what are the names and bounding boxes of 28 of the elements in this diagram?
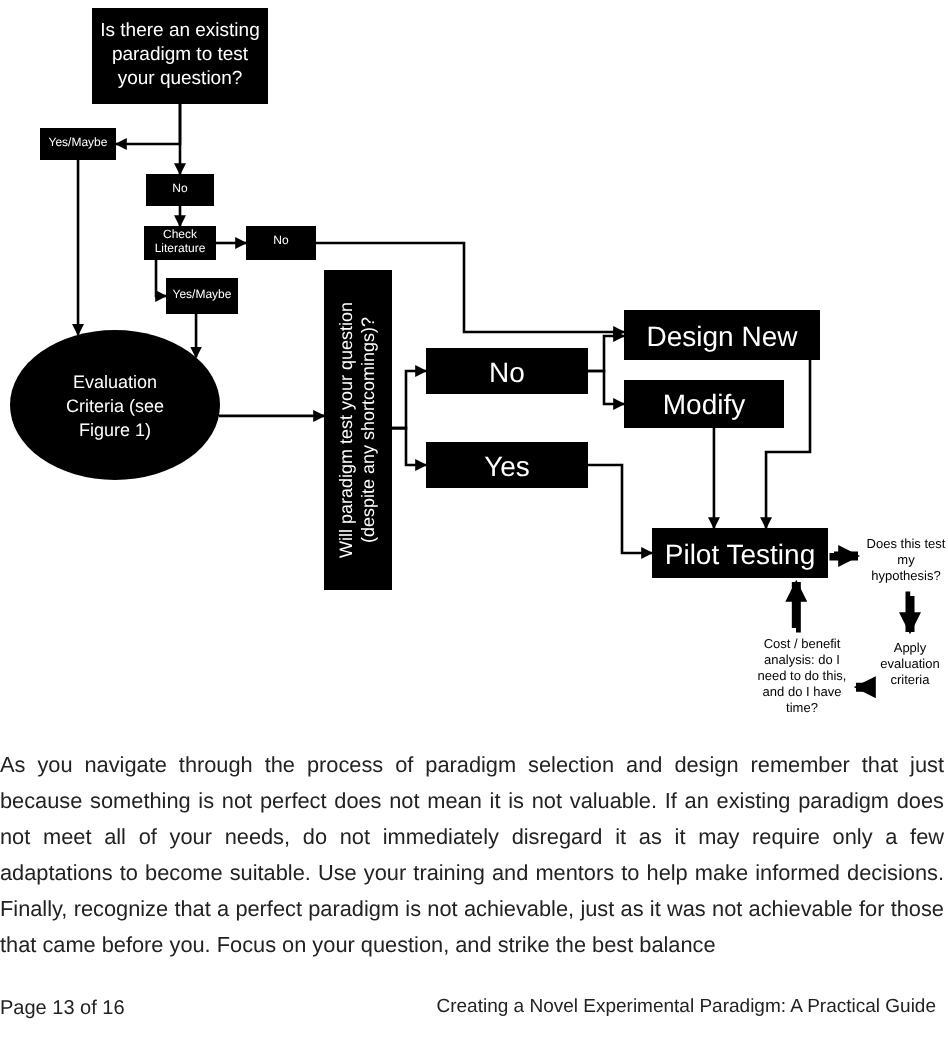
arrow: [853, 676, 876, 699]
arrow: [829, 545, 861, 567]
footer-title: Creating a Novel Experimental Paradigm: A Practical Guide: [436, 994, 936, 1022]
arrow: [214, 237, 248, 249]
evaluation-ellipse: Evaluation Criteria (see Figure 1): [10, 330, 220, 480]
arrow: [899, 591, 921, 635]
arrow: [785, 579, 808, 633]
page-number: Page 13 of 16: [0, 996, 125, 1024]
process-box: Yes: [426, 442, 588, 488]
arrow: [154, 260, 168, 302]
arrow: [707, 426, 720, 530]
body-paragraph: As you navigate through the process of paradigm selection and design remember that just because something is not perfect does not mean it is not valuable. If an existing paradigm does not meet all of your needs, do not immediately disregard it as it may require only a few adaptations to become suitable. Use your training and mentors to help make informed decisions. Finally, recognize that a perfect paradigm is not achievable, just as it was not achievable for those that came before you. Focus on your question, and strike the best balance: [0, 752, 944, 962]
arrow: [392, 426, 428, 471]
arrow: [217, 409, 326, 422]
arrow: [588, 369, 626, 410]
question-box: Is there an existing paradigm to test your question?: [92, 8, 268, 104]
process-box: Pilot Testing: [652, 528, 828, 578]
decision-box: Will paradigm test your question (despite any shortcomings)?: [324, 270, 392, 590]
arrow: [588, 463, 654, 559]
arrow: [190, 312, 203, 359]
arrow: [72, 158, 85, 336]
process-box: Design New: [624, 310, 820, 360]
arrow: [760, 360, 812, 530]
process-box: Modify: [624, 380, 784, 428]
arrow: [174, 204, 186, 228]
arrow: [316, 241, 626, 338]
arrow: [174, 102, 186, 176]
process-box: No: [426, 348, 588, 394]
